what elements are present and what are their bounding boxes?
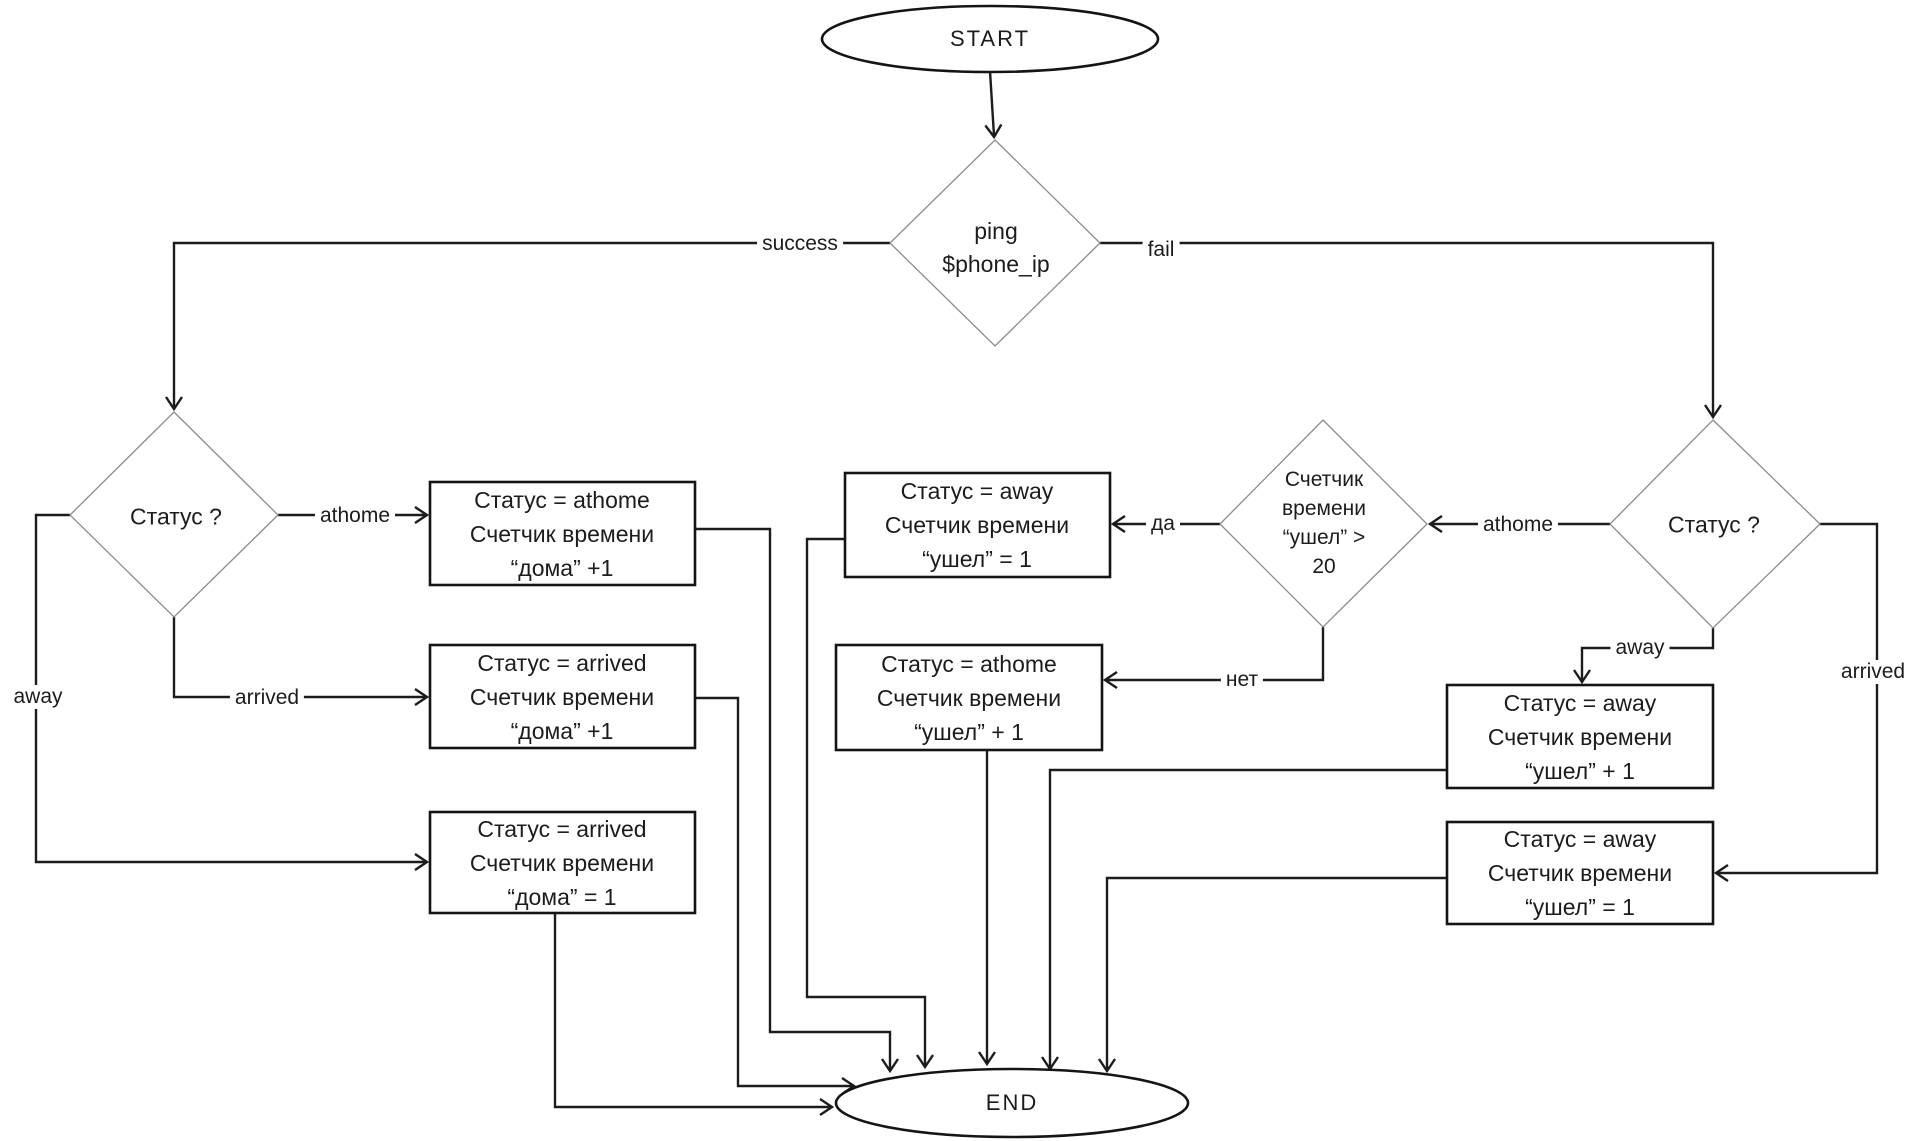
box-r1-label: Статус = away Счетчик времени “ушел” + 1 bbox=[1487, 690, 1673, 784]
edge-label-no: нет bbox=[1220, 668, 1264, 692]
box-r2-rect bbox=[1445, 820, 1715, 926]
box-l2-label: Статус = arrived Счетчик времени “дома” … bbox=[469, 650, 655, 744]
edge-fail bbox=[1100, 241, 1713, 416]
start-label: START bbox=[949, 26, 1031, 51]
edge-label-left-away: away bbox=[8, 685, 68, 709]
counter-check-label: Счетчик времени “ушел” > 20 bbox=[1282, 468, 1366, 578]
edge-box-m1-to-end bbox=[805, 537, 925, 1066]
box-r2-label: Статус = away Счетчик времени “ушел” = 1 bbox=[1487, 826, 1673, 920]
edge-box-l3-to-end bbox=[553, 913, 831, 1107]
status-left-diamond bbox=[69, 411, 279, 618]
end-label: END bbox=[985, 1090, 1039, 1115]
end-ellipse bbox=[834, 1067, 1190, 1139]
box-m1-label: Статус = away Счетчик времени “ушел” = 1 bbox=[884, 478, 1070, 572]
box-l3-rect bbox=[428, 810, 697, 915]
edge-no bbox=[1106, 627, 1325, 680]
edge-label-fail: fail bbox=[1142, 238, 1180, 262]
ping-diamond bbox=[889, 139, 1101, 347]
edge-success bbox=[174, 241, 890, 408]
ping-label: ping $phone_ip bbox=[942, 218, 1050, 277]
counter-check-diamond bbox=[1219, 419, 1428, 628]
edge-box-l1-to-end bbox=[695, 527, 890, 1070]
box-m1-rect bbox=[843, 471, 1112, 579]
edge-label-left-arrived: arrived bbox=[229, 686, 305, 710]
edge-label-success: success bbox=[757, 232, 843, 256]
box-r1-rect bbox=[1445, 683, 1715, 790]
box-l2-rect bbox=[428, 643, 697, 750]
edge-box-l2-to-end bbox=[695, 696, 853, 1086]
edge-label-right-athome: athome bbox=[1477, 513, 1559, 537]
edge-right-arrived bbox=[1717, 522, 1879, 873]
edge-box-r2-to-end bbox=[1107, 876, 1447, 1070]
edge-label-right-away: away bbox=[1610, 636, 1670, 660]
status-left-label: Статус ? bbox=[130, 503, 222, 530]
box-l3-label: Статус = arrived Счетчик времени “дома” … bbox=[469, 816, 655, 910]
edge-label-right-arrived: arrived bbox=[1835, 660, 1911, 684]
box-l1-label: Статус = athome Счетчик времени “дома” +… bbox=[469, 487, 655, 581]
edge-box-r1-to-end bbox=[1050, 768, 1447, 1068]
edge-start-to-ping bbox=[990, 70, 994, 136]
start-ellipse bbox=[820, 4, 1160, 74]
status-right-label: Статус ? bbox=[1668, 511, 1760, 538]
box-l1-rect bbox=[428, 480, 697, 587]
status-right-diamond bbox=[1609, 419, 1821, 629]
box-m2-rect bbox=[834, 643, 1104, 752]
box-m2-label: Статус = athome Счетчик времени “ушел” +… bbox=[876, 651, 1062, 745]
edge-label-left-athome: athome bbox=[314, 504, 396, 528]
edge-label-yes: да bbox=[1146, 512, 1180, 536]
edge-left-arrived bbox=[172, 617, 426, 697]
